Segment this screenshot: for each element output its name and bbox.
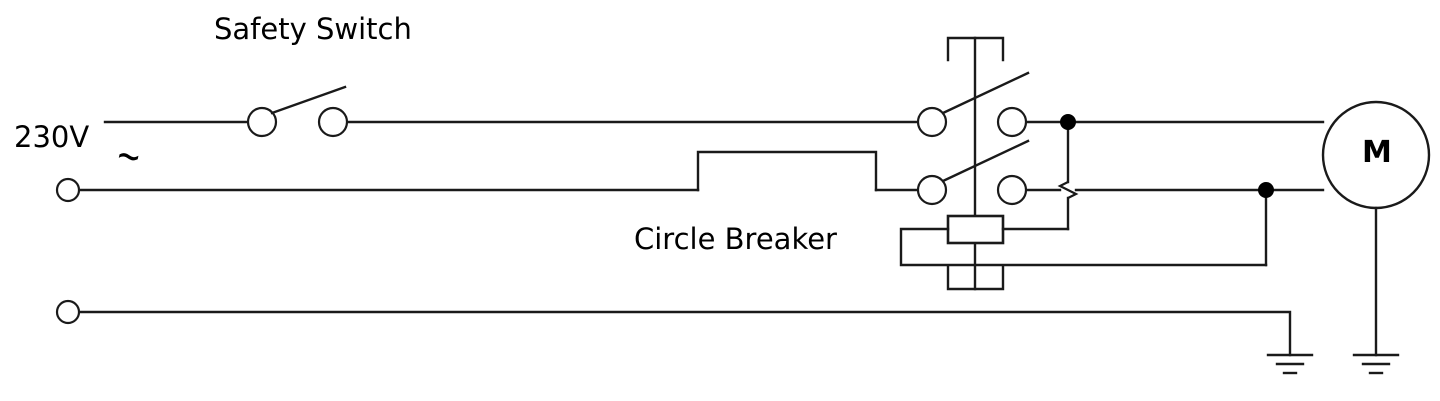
safety-switch-lever[interactable] — [270, 85, 347, 115]
safety-switch-contact-right[interactable] — [317, 106, 349, 138]
breaker-pole1-lever[interactable] — [941, 71, 1030, 115]
wire-earth-rail — [78, 310, 1292, 357]
breaker-pole1-contact-right[interactable] — [996, 106, 1028, 138]
junction-dot-neutral — [1258, 182, 1274, 198]
label-motor: M — [1362, 135, 1392, 170]
earth-symbol-rail — [1266, 353, 1314, 375]
safety-switch-contact-left[interactable] — [246, 106, 278, 138]
label-circle-breaker: Circle Breaker — [634, 222, 837, 256]
terminal-supply-neutral[interactable] — [55, 177, 81, 203]
breaker-pole2-lever[interactable] — [941, 139, 1030, 183]
junction-dot-line — [1060, 114, 1076, 130]
label-supply-voltage: 230V — [14, 120, 90, 154]
wire-trip-coil-sense-loop — [899, 227, 1268, 267]
breaker-bottom-bracket[interactable] — [946, 265, 1005, 291]
wire-neutral-offset-bump — [696, 150, 878, 192]
breaker-pole2-contact-right[interactable] — [996, 174, 1028, 206]
label-safety-switch: Safety Switch — [214, 12, 412, 46]
earth-symbol-motor — [1352, 353, 1400, 375]
wire-hop-crossover — [1057, 181, 1079, 199]
breaker-trip-coil — [946, 214, 1005, 245]
terminal-supply-earth[interactable] — [55, 299, 81, 325]
breaker-pole1-contact-left[interactable] — [916, 106, 948, 138]
breaker-pole2-contact-left[interactable] — [916, 174, 948, 206]
